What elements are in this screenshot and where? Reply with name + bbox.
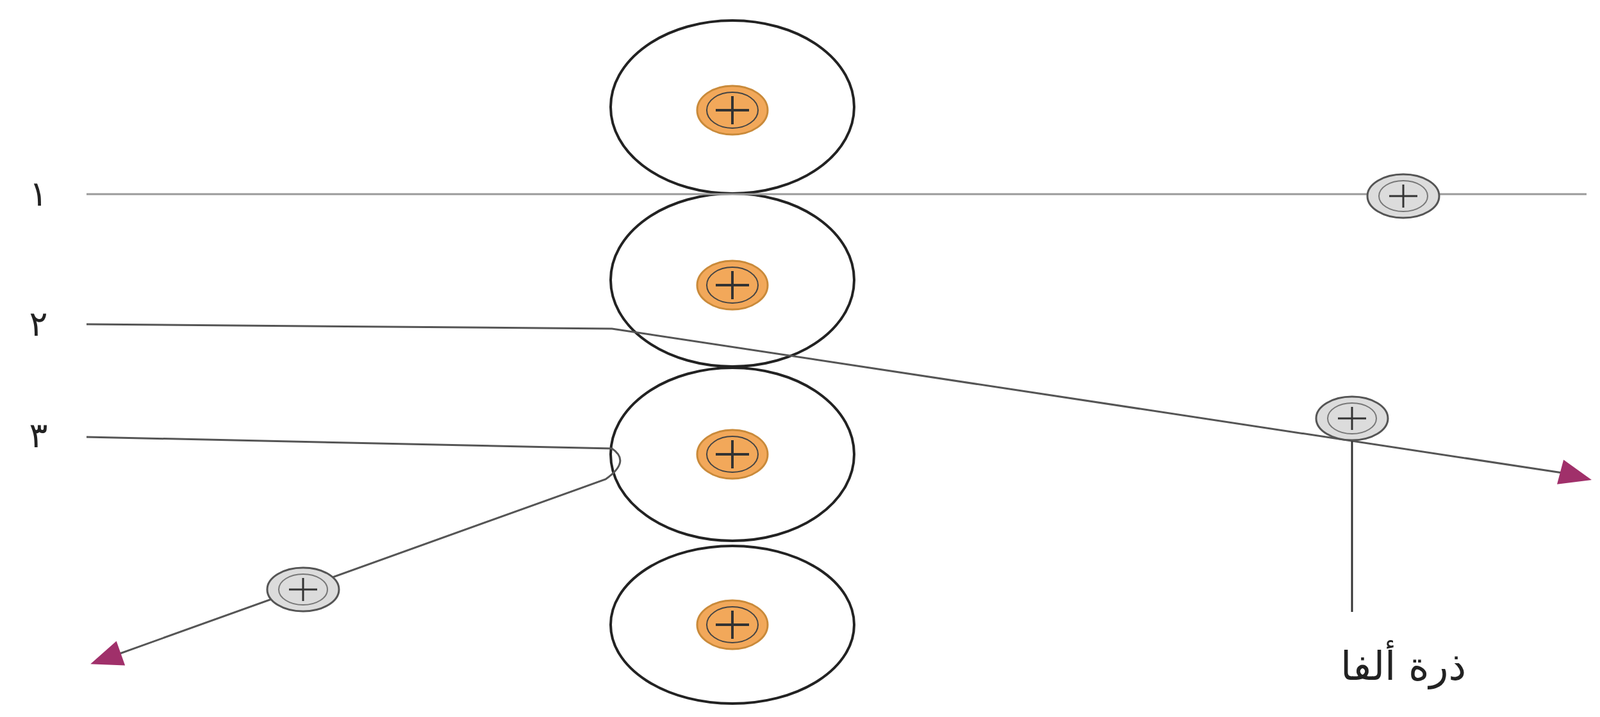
nucleus [697, 85, 768, 135]
arrow-head [1558, 461, 1590, 484]
callout-number: ٣ [28, 416, 48, 455]
path-straight [86, 193, 1587, 196]
gold-atoms [610, 20, 855, 704]
nucleus [697, 600, 768, 650]
nucleus [697, 260, 768, 310]
path-reflected [86, 437, 621, 654]
alpha-paths [86, 194, 1590, 665]
atom-shell [610, 20, 855, 194]
nucleus [697, 429, 768, 479]
part-label: ذرة ألفا [1340, 644, 1467, 689]
alpha-particle [1367, 174, 1440, 218]
callout-number: ٢ [28, 305, 48, 343]
atom-shell [610, 193, 855, 367]
arrow-head [92, 642, 124, 665]
path-deflected [86, 324, 1567, 474]
leader-line [1351, 440, 1354, 612]
alpha-particles [267, 174, 1440, 612]
alpha-particle [267, 567, 339, 612]
callout-number: ١ [28, 174, 48, 213]
alpha-particle [1316, 396, 1388, 441]
nuclei [697, 85, 768, 650]
atom-shell [610, 367, 855, 541]
atom-shell [610, 545, 855, 704]
